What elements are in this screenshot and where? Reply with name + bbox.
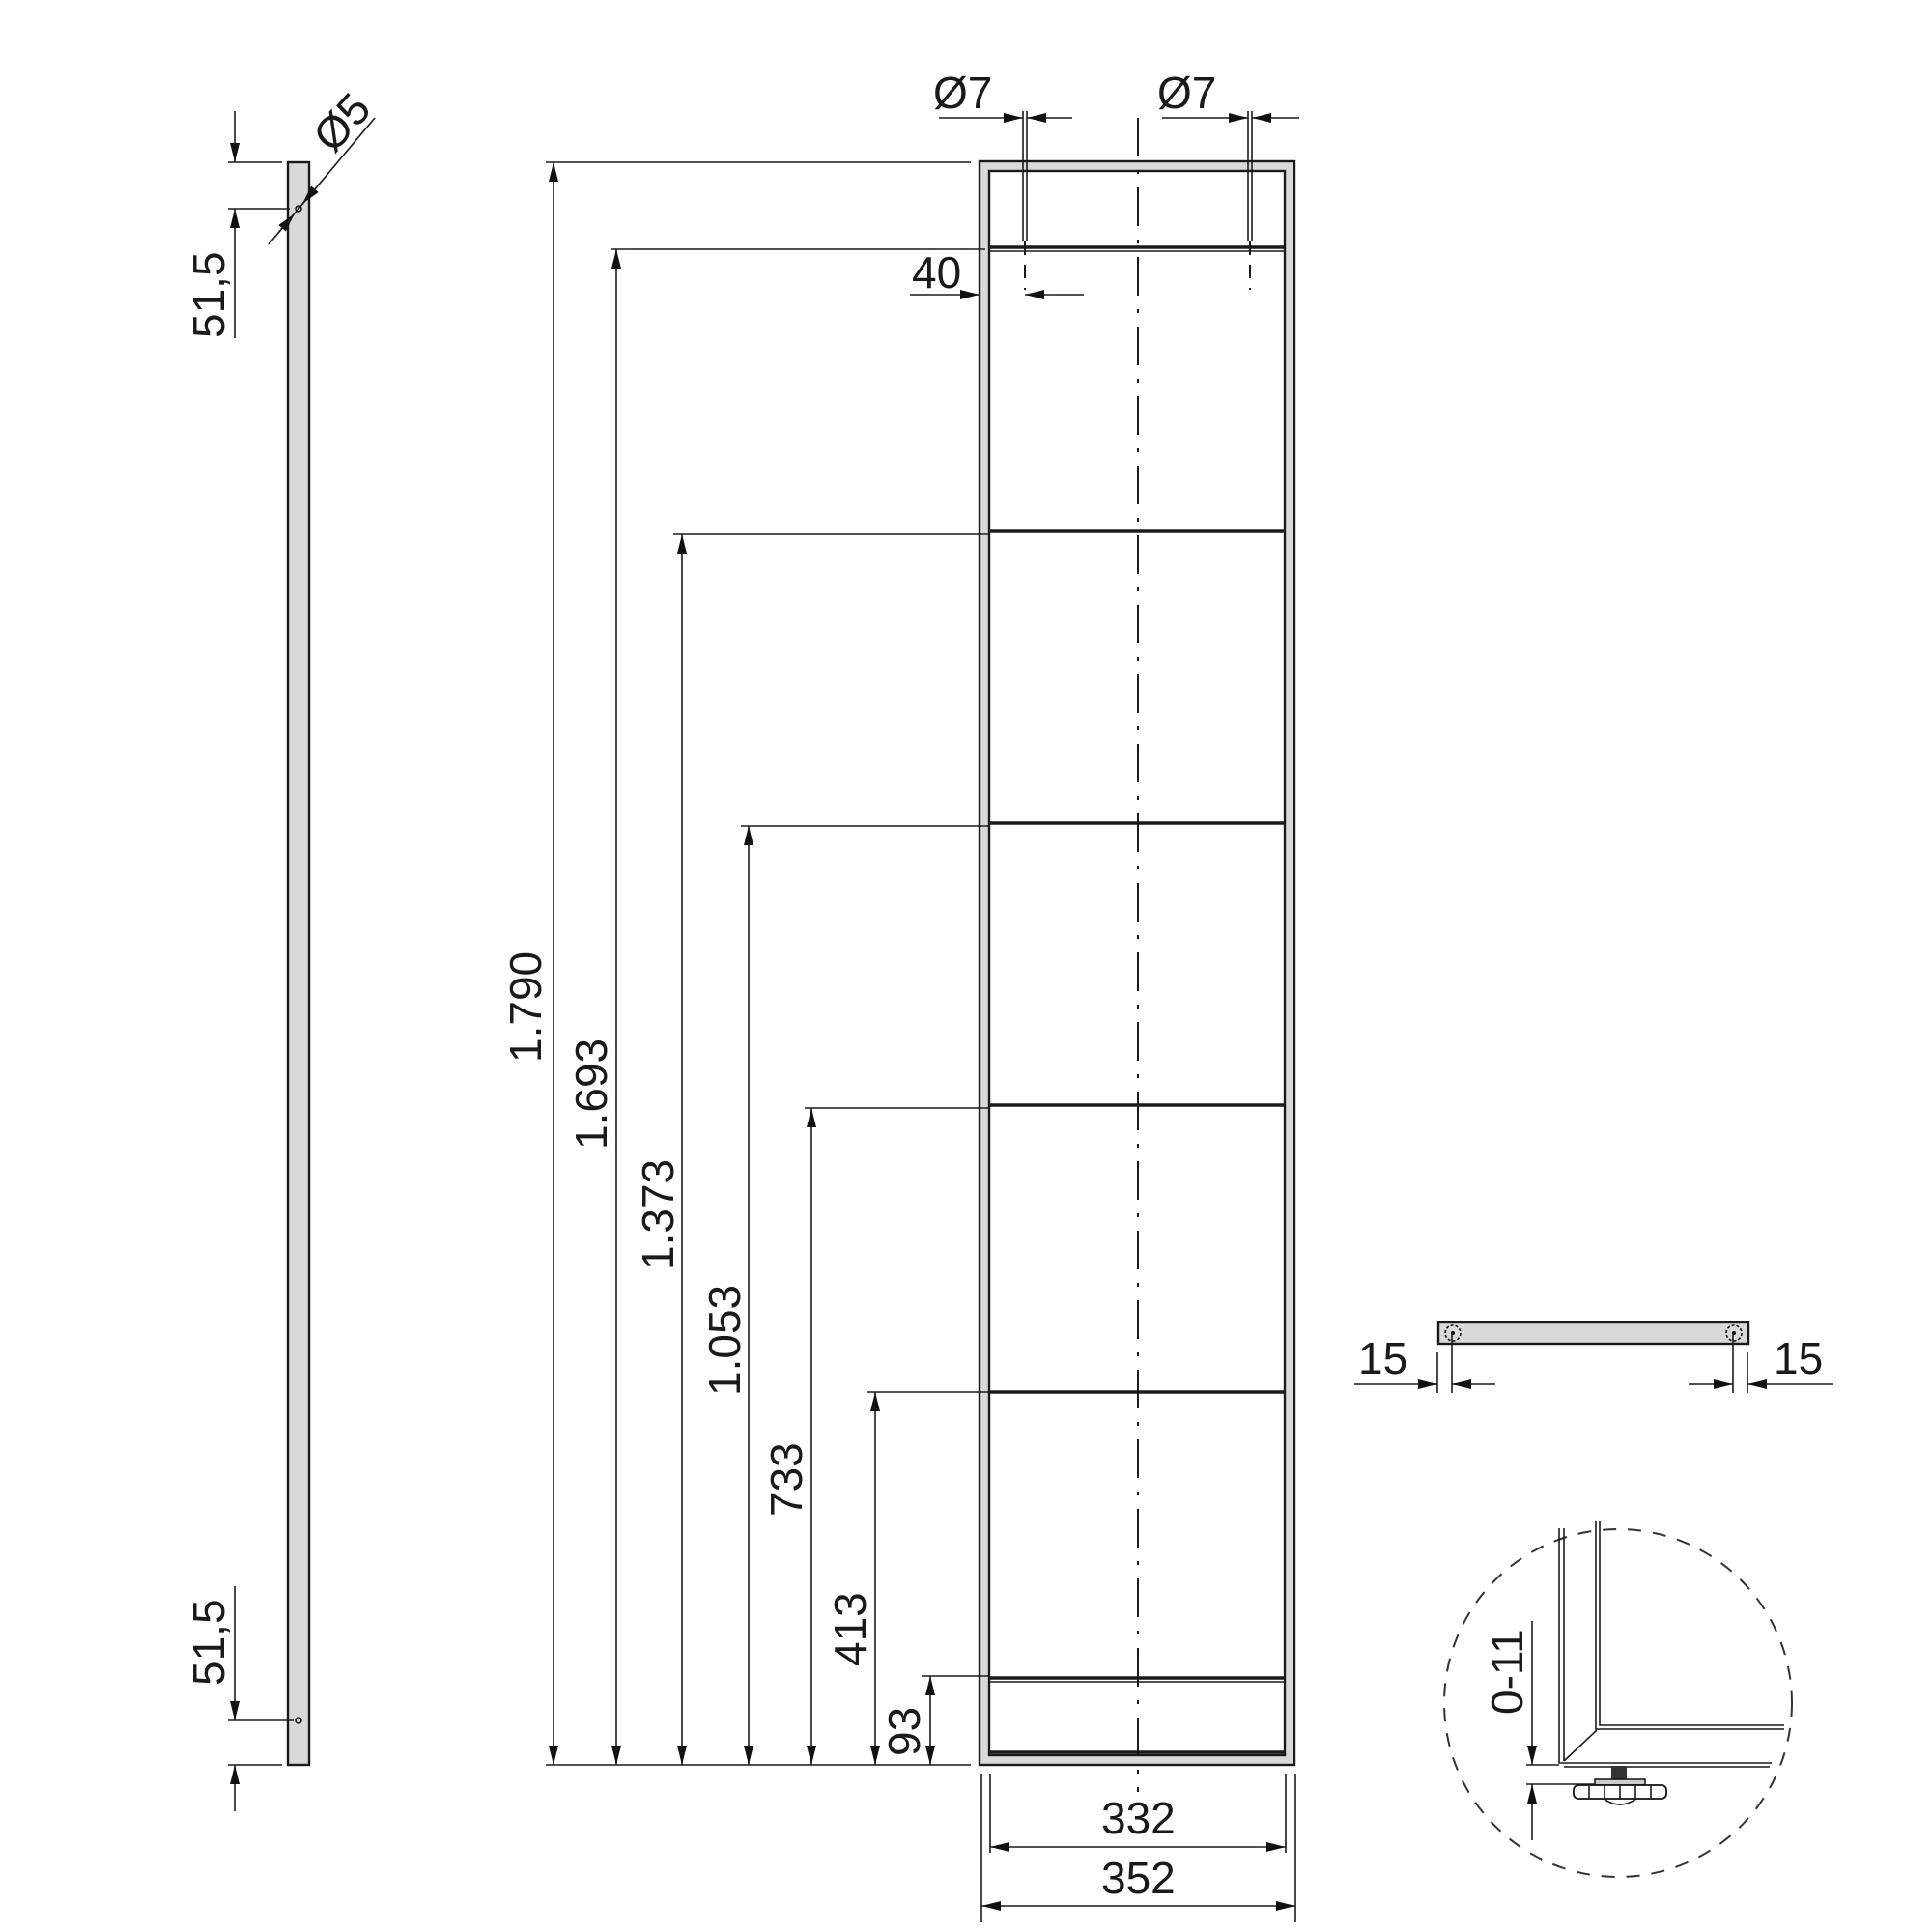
label-top-offset: 51,5	[184, 251, 234, 338]
width-dimensions: 332 352	[980, 1774, 1296, 1922]
side-view: 51,5 Ø5 51,5	[184, 83, 380, 1811]
label-left-offset: 15	[1358, 1333, 1407, 1383]
side-panel	[286, 160, 311, 1767]
label-leveler-range: 0-11	[1482, 1629, 1532, 1715]
label-height-1790: 1.790	[500, 952, 551, 1063]
label-height-413: 413	[825, 1592, 875, 1666]
dimension-hole-inset: 40	[910, 247, 1084, 299]
dimension-hole-right: Ø7	[1157, 68, 1299, 123]
label-right-offset: 15	[1774, 1333, 1823, 1383]
hole-top	[295, 205, 302, 213]
label-outer-width: 352	[1101, 1853, 1176, 1903]
label-inner-width: 332	[1101, 1793, 1176, 1843]
leveler-foot	[1573, 1766, 1667, 1805]
leveler-left	[1444, 1324, 1462, 1342]
hole-bottom	[295, 1717, 302, 1724]
dimension-bottom-offset: 51,5	[184, 1586, 294, 1811]
top-view: 15 15	[1354, 1321, 1833, 1393]
label-height-733: 733	[761, 1442, 811, 1517]
dimension-top-offset: 51,5	[184, 111, 290, 338]
dimension-hole-diameter: Ø5	[268, 83, 381, 245]
leveler-right	[1725, 1324, 1743, 1342]
dimension-left-offset: 15	[1354, 1333, 1495, 1393]
label-height-1053: 1.053	[699, 1285, 750, 1396]
label-hole-inset: 40	[912, 247, 961, 298]
detail-view: 0-11	[1443, 1521, 1793, 1878]
label-hole-diameter: Ø5	[303, 83, 381, 160]
label-hole-right: Ø7	[1157, 68, 1216, 118]
front-view: Ø7 Ø7 40 1.790 1.693	[500, 68, 1299, 1922]
label-height-93: 93	[879, 1707, 929, 1756]
dimension-leveler-range: 0-11	[1482, 1621, 1595, 1840]
height-dimensions: 1.790 1.693 1.373 1.053 733	[500, 161, 989, 1766]
label-bottom-offset: 51,5	[184, 1599, 234, 1686]
label-height-1693: 1.693	[566, 1038, 616, 1150]
label-hole-left: Ø7	[933, 68, 992, 118]
top-panel	[1436, 1321, 1750, 1346]
dimension-hole-left: Ø7	[933, 68, 1072, 123]
dimension-right-offset: 15	[1689, 1333, 1833, 1393]
hanging-holes	[1022, 111, 1253, 290]
detail-circle	[1443, 1528, 1793, 1878]
label-height-1373: 1.373	[633, 1159, 683, 1270]
